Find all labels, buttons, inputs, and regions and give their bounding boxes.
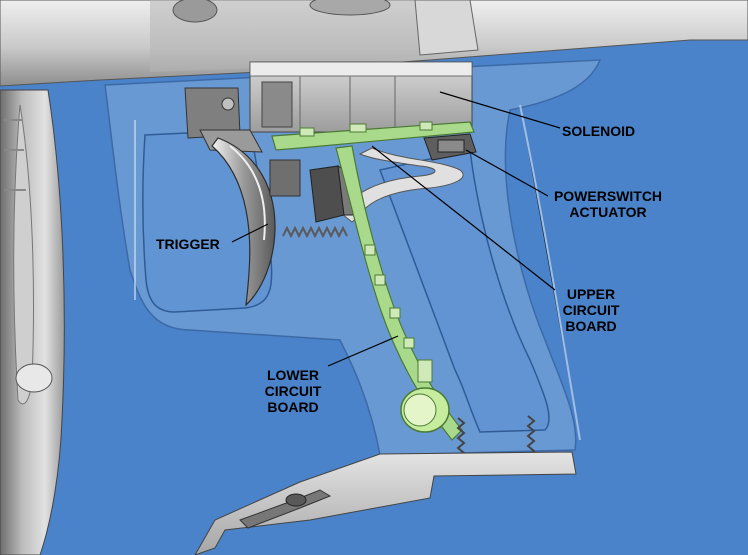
powerswitch-label-line-2: ACTUATOR (569, 204, 647, 220)
trigger (211, 137, 301, 307)
cylinder-component (400, 387, 450, 433)
powerswitch-actuator-label: POWERSWITCH ACTUATOR (548, 188, 668, 220)
grip-springs (456, 415, 536, 459)
grip-base-plate (194, 451, 577, 555)
trigger-leader (231, 223, 269, 243)
solenoid-label-line: SOLENOID (562, 123, 636, 139)
lower-board-label-line-2: CIRCUIT (264, 383, 322, 399)
lower-board-leader (327, 335, 399, 367)
trigger-spring (282, 225, 348, 239)
ribbon-cable (341, 147, 464, 223)
front-grip (0, 89, 65, 555)
lower-circuit-board (335, 145, 463, 441)
upper-board-label-line-2: CIRCUIT (562, 302, 620, 318)
upper-board-leader (371, 145, 556, 291)
upper-board-label-line-3: BOARD (565, 318, 617, 334)
callout-lines (231, 91, 561, 367)
upper-circuit-board-label: UPPER CIRCUIT BOARD (549, 286, 633, 334)
solenoid-leader (439, 91, 561, 129)
upper-circuit-board (271, 121, 475, 151)
upper-housing (0, 0, 748, 87)
powerswitch-label-line-1: POWERSWITCH (553, 188, 663, 204)
trigger-label-line: TRIGGER (156, 236, 220, 252)
powerswitch-actuator (423, 133, 477, 161)
upper-board-label-line-1: UPPER (566, 286, 616, 302)
lower-circuit-board-label: LOWER CIRCUIT BOARD (254, 367, 332, 415)
lower-board-label-line-3: BOARD (267, 399, 319, 415)
solenoid (249, 61, 473, 133)
trigger-label: TRIGGER (156, 236, 220, 252)
solenoid-label: SOLENOID (562, 123, 635, 139)
lower-board-label-line-1: LOWER (266, 367, 320, 383)
powerswitch-leader (465, 149, 549, 197)
